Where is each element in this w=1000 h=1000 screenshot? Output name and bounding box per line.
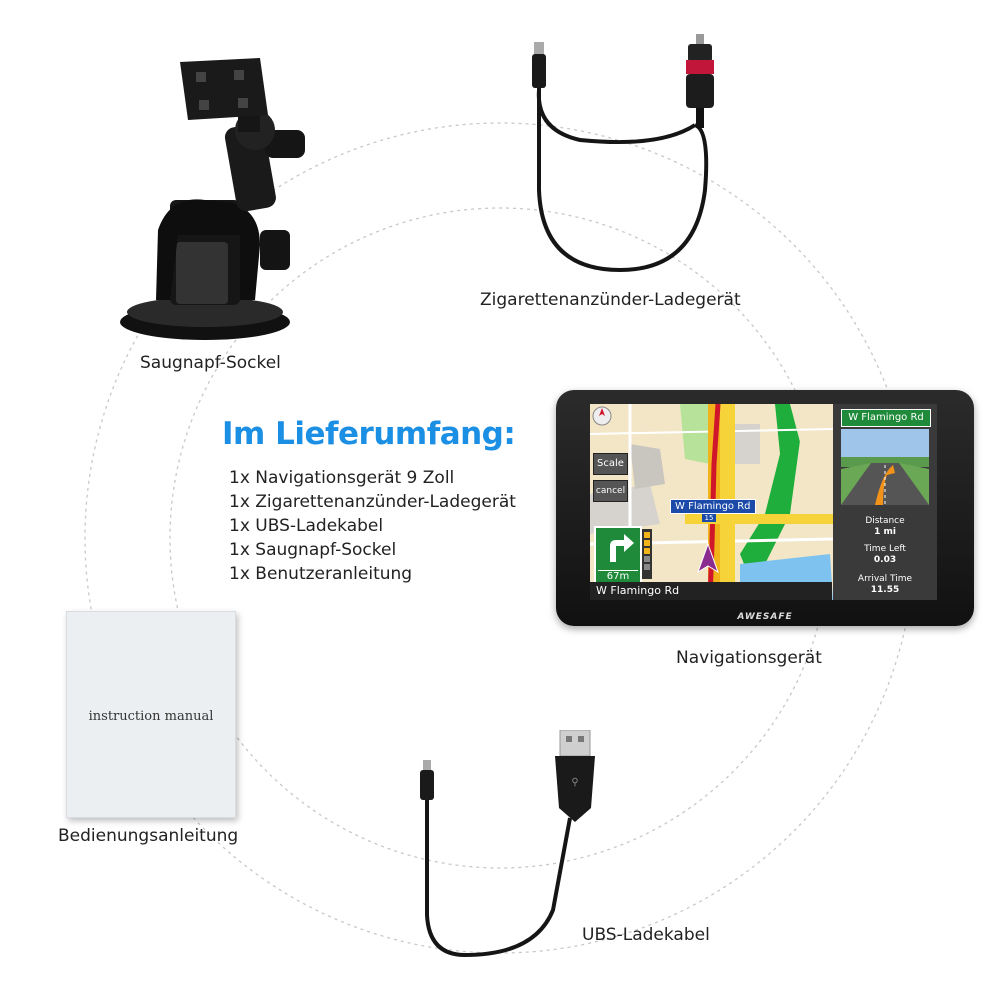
caption-car-charger: Zigarettenanzünder-Ladegerät (480, 290, 741, 310)
panel-road-sign: W Flamingo Rd (841, 409, 931, 427)
brand-logo: AWESAFE (737, 612, 793, 622)
turn-indicator: 67m (594, 526, 642, 586)
contents-item: 1x Saugnapf-Sockel (229, 540, 397, 560)
contents-list: 1x Navigationsgerät 9 Zoll 1x Zigaretten… (229, 466, 516, 586)
svg-text:⚲: ⚲ (571, 777, 578, 788)
caption-suction-mount: Saugnapf-Sockel (140, 353, 281, 373)
arrival-time-label: Arrival Time (857, 574, 913, 584)
next-street-label: W Flamingo Rd (590, 582, 832, 600)
instruction-manual-image: instruction manual (66, 611, 236, 818)
contents-heading: Im Lieferumfang: (222, 416, 516, 452)
suction-mount-image (120, 58, 305, 340)
caption-navigation-device: Navigationsgerät (676, 648, 822, 668)
navigation-device: 15 Scale cancel W Flamingo Rd 67m W Flam… (556, 390, 974, 626)
cancel-button[interactable]: cancel (593, 480, 628, 502)
time-left-value: 0.03 (873, 555, 897, 565)
manual-title: instruction manual (88, 709, 214, 724)
scale-button[interactable]: Scale (593, 453, 628, 475)
gps-screen: 15 Scale cancel W Flamingo Rd 67m W Flam… (590, 404, 937, 600)
current-street-label: W Flamingo Rd (670, 499, 756, 514)
info-panel: W Flamingo Rd Distance 1 mi Time Left 0.… (833, 404, 937, 600)
contents-item: 1x UBS-Ladekabel (229, 516, 384, 536)
turn-right-arrow-icon (610, 534, 634, 562)
caption-manual: Bedienungsanleitung (58, 826, 239, 846)
distance-value: 1 mi (874, 527, 896, 537)
time-left-label: Time Left (864, 544, 906, 554)
lane-guidance-view (841, 429, 929, 505)
road-shield-label: 15 (705, 514, 714, 522)
turn-distance: 67m (598, 570, 638, 582)
contents-item: 1x Navigationsgerät 9 Zoll (229, 468, 455, 488)
distance-label: Distance (865, 516, 905, 526)
contents-item: 1x Benutzeranleitung (229, 564, 413, 584)
contents-item: 1x Zigarettenanzünder-Ladegerät (229, 492, 516, 512)
car-charger-image (532, 34, 714, 273)
caption-usb-cable: UBS-Ladekabel (582, 925, 710, 945)
usb-cable-image: ⚲ (420, 730, 595, 958)
arrival-time-value: 11.55 (870, 585, 900, 595)
